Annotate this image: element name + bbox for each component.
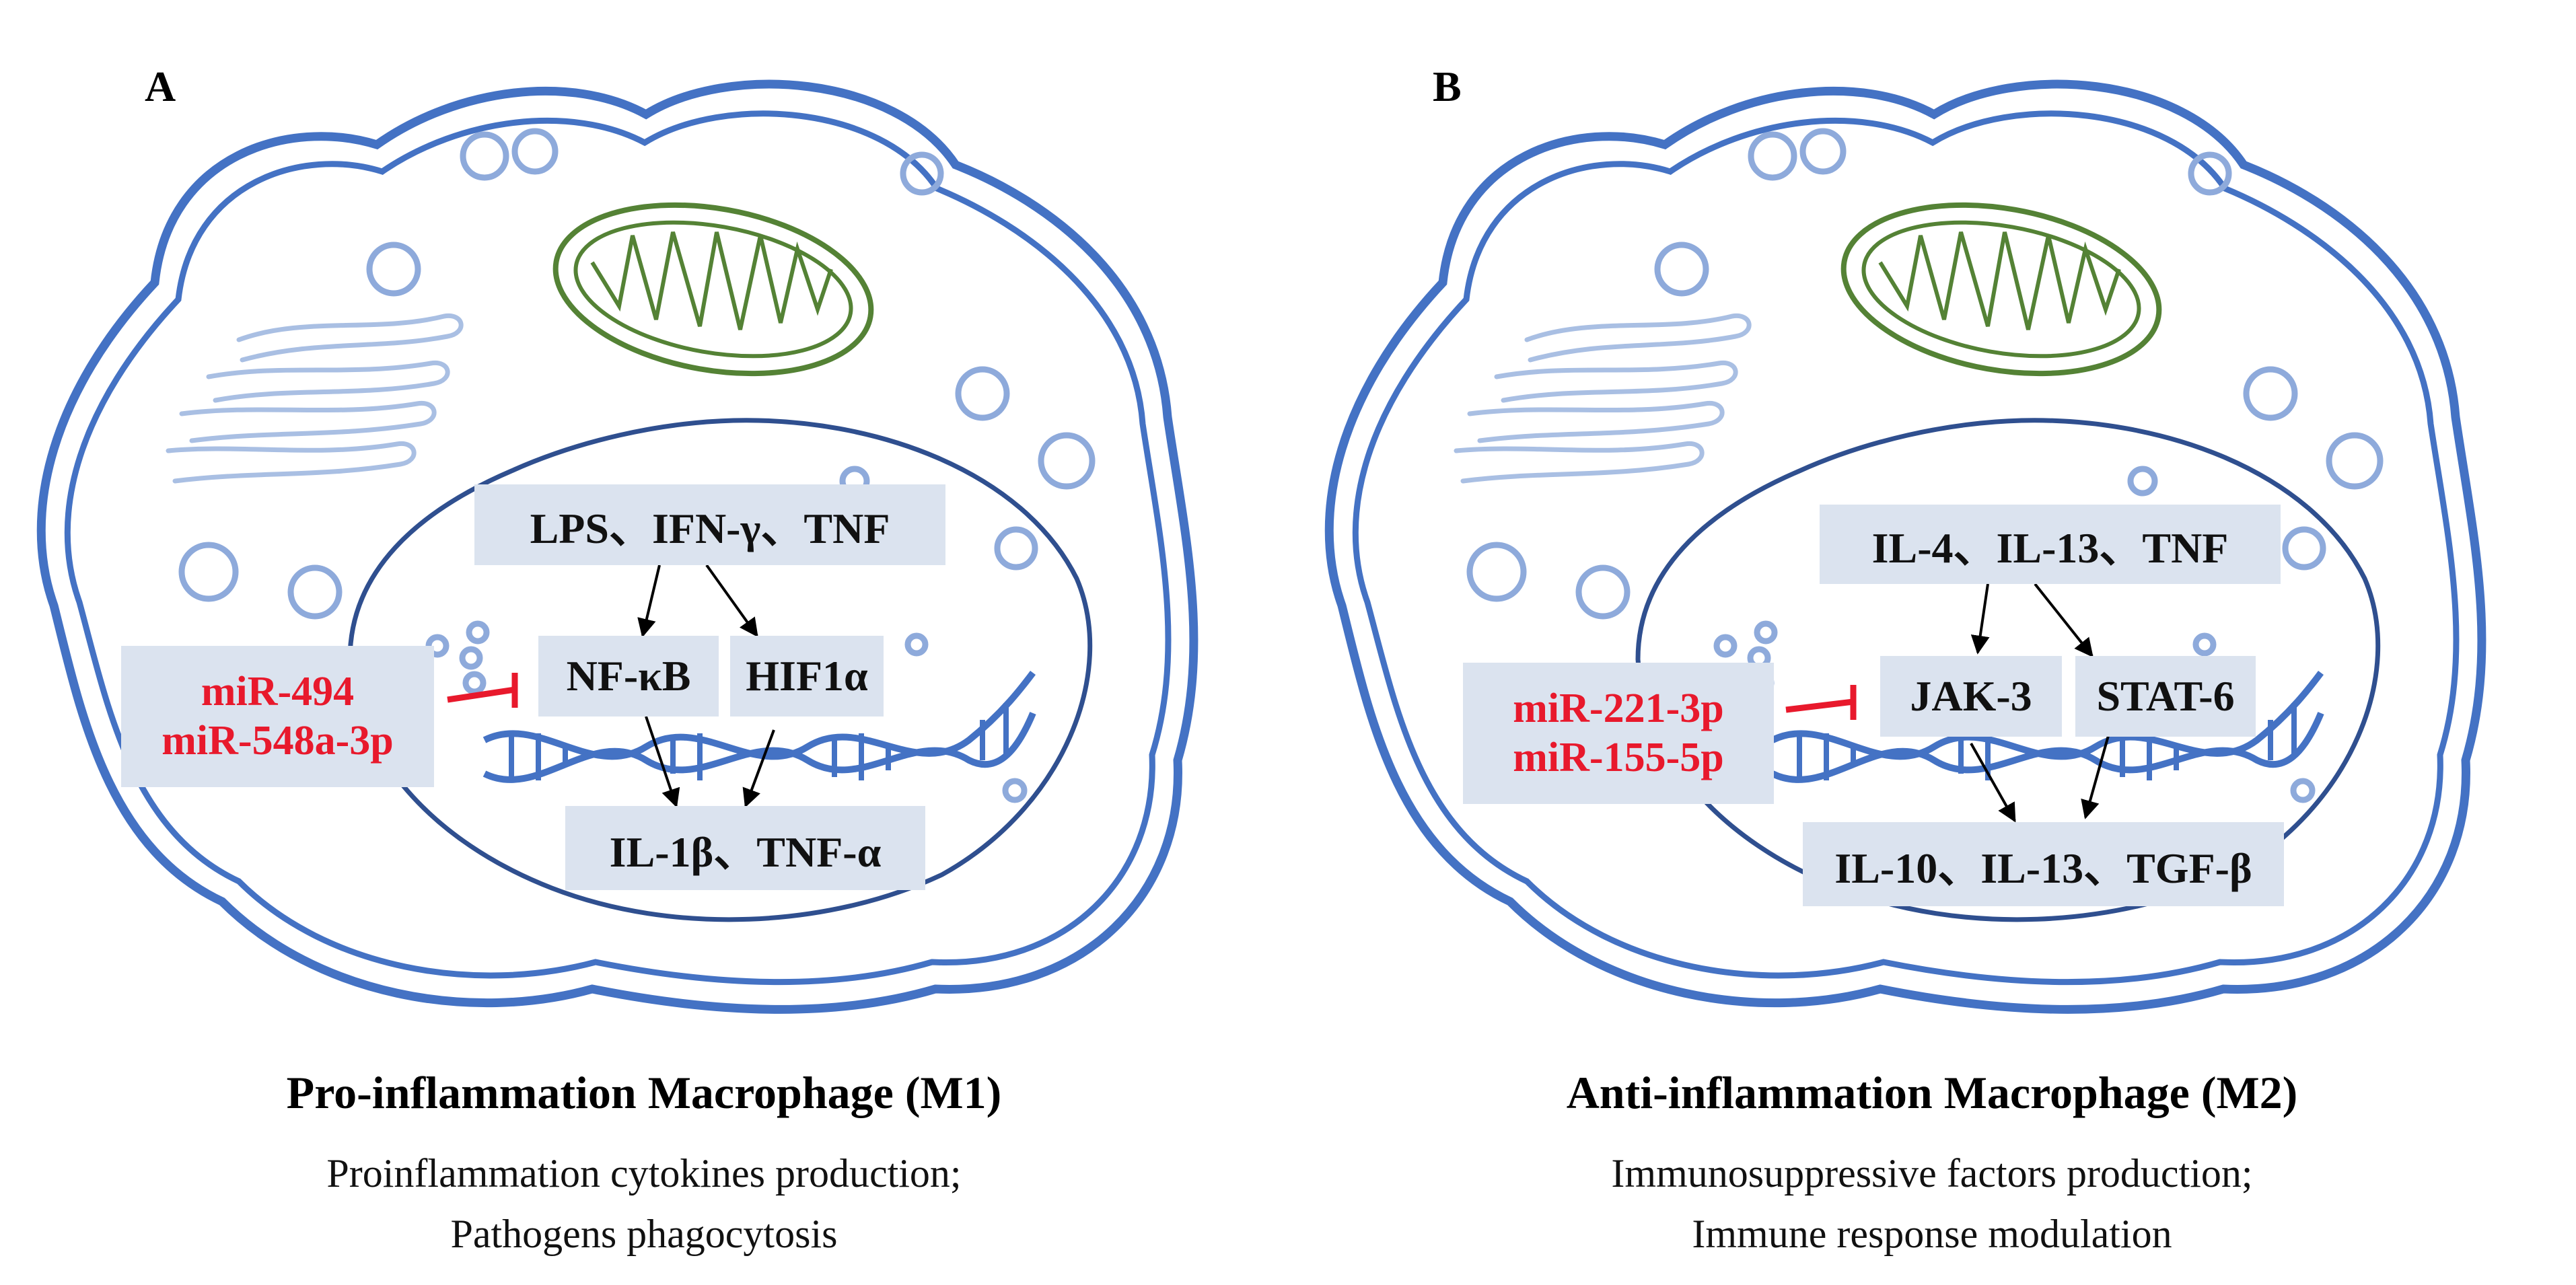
panel-a: A LPS、IFN-γ、TNF NF-κB HIF1α IL-1β、TNF-α … xyxy=(36,63,1198,1256)
nfkb-label: NF-κB xyxy=(566,652,691,700)
cell-membrane-inner xyxy=(64,110,1172,986)
panel-title: Anti-inflammation Macrophage (M2) xyxy=(1566,1067,2298,1118)
nucleus xyxy=(1635,418,2381,922)
panel-title: Pro-inflammation Macrophage (M1) xyxy=(286,1067,1002,1118)
mirna-label-2: miR-548a-3p xyxy=(162,718,394,764)
mirna-label-1: miR-221-3p xyxy=(1513,685,1724,731)
endoplasmic-reticulum xyxy=(166,313,464,484)
mirna-box: miR-221-3p miR-155-5p xyxy=(1463,663,1774,804)
signal-arrows xyxy=(1970,583,2110,823)
jak3-box: JAK-3 xyxy=(1880,656,2062,737)
hif1a-label: HIF1α xyxy=(746,652,868,700)
cell-membrane-inner xyxy=(1352,110,2460,986)
cell-membrane-outer xyxy=(1324,79,2486,1014)
description-line-1: Immunosuppressive factors production; xyxy=(1611,1151,2253,1196)
stat6-box: STAT-6 xyxy=(2075,656,2256,737)
panel-label: B xyxy=(1433,63,1462,110)
signal-arrows xyxy=(637,564,775,808)
cell-membrane-outer xyxy=(36,79,1198,1014)
output-cytokines-box: IL-1β、TNF-α xyxy=(565,806,925,890)
mitochondrion xyxy=(1840,202,2162,377)
stat6-label: STAT-6 xyxy=(2096,672,2235,720)
description-line-1: Proinflammation cytokines production; xyxy=(326,1151,962,1196)
output-cytokines-label: IL-1β、TNF-α xyxy=(609,828,882,876)
hif1a-box: HIF1α xyxy=(730,636,884,717)
mirna-box: miR-494 miR-548a-3p xyxy=(121,646,434,787)
output-cytokines-label: IL-10、IL-13、TGF-β xyxy=(1834,844,2252,892)
description-line-2: Pathogens phagocytosis xyxy=(450,1212,838,1256)
jak3-label: JAK-3 xyxy=(1910,672,2032,720)
dna-helix xyxy=(482,670,1036,783)
nfkb-box: NF-κB xyxy=(538,636,719,717)
stimuli-label: IL-4、IL-13、TNF xyxy=(1871,524,2229,572)
output-cytokines-box: IL-10、IL-13、TGF-β xyxy=(1803,822,2284,906)
mirna-label-1: miR-494 xyxy=(201,668,355,714)
dna-helix xyxy=(1770,670,2324,783)
cell-illustration-a xyxy=(36,79,1198,1014)
mitochondrion xyxy=(552,202,874,377)
mirna-label-2: miR-155-5p xyxy=(1513,735,1724,780)
stimuli-box: LPS、IFN-γ、TNF xyxy=(474,484,945,565)
cell-illustration-b xyxy=(1324,79,2486,1014)
inhibition-mark xyxy=(1785,685,1857,720)
stimuli-box: IL-4、IL-13、TNF xyxy=(1820,505,2281,584)
panel-b: B IL-4、IL-13、TNF JAK-3 STAT-6 IL-10、IL-1… xyxy=(1288,0,2576,1285)
panel-label: A xyxy=(145,63,176,110)
endoplasmic-reticulum xyxy=(1454,313,1752,484)
inhibition-mark xyxy=(447,673,518,708)
stimuli-label: LPS、IFN-γ、TNF xyxy=(530,505,890,552)
description-line-2: Immune response modulation xyxy=(1692,1212,2172,1256)
